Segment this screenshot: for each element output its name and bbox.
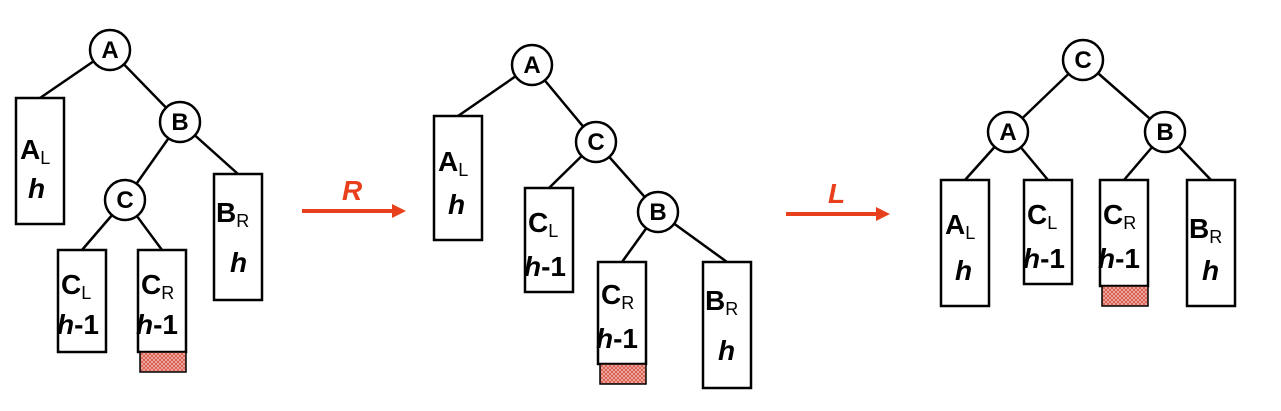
svg-text:BR: BR	[705, 285, 738, 319]
svg-text:h-1: h-1	[136, 309, 178, 340]
node: C	[574, 120, 618, 164]
subtree-c-right: CR h-1	[1098, 178, 1150, 307]
svg-text:CL: CL	[61, 269, 91, 303]
rotation-arrow-right: R	[302, 175, 406, 218]
svg-text:AL: AL	[20, 134, 50, 168]
tree-before-rotation: AL h CL h-1 CR h-1 BR h A B	[14, 28, 264, 373]
inserted-node-hatch	[599, 363, 647, 385]
node: B	[158, 100, 202, 144]
svg-text:C: C	[116, 187, 133, 214]
subtree-b-right: BR h	[212, 172, 264, 302]
svg-text:CL: CL	[1027, 199, 1057, 233]
subtree-c-left: CL h-1	[523, 186, 575, 294]
subtree-b-right: BR h	[701, 260, 753, 390]
svg-text:CR: CR	[1103, 199, 1136, 233]
svg-text:CL: CL	[528, 207, 558, 241]
node: A	[88, 28, 132, 72]
svg-text:R: R	[342, 175, 363, 206]
tree-after-right-rotation: AL h CL h-1 CR h-1 BR h A C B	[432, 43, 753, 390]
subtree-c-right: CR h-1	[136, 248, 188, 373]
svg-text:h: h	[230, 247, 247, 278]
svg-text:A: A	[523, 52, 540, 79]
svg-text:L: L	[828, 178, 845, 209]
svg-text:B: B	[649, 199, 666, 226]
subtree-b-right: BR h	[1185, 178, 1237, 308]
svg-text:B: B	[1156, 119, 1173, 146]
svg-text:BR: BR	[216, 197, 249, 231]
svg-text:h: h	[28, 173, 45, 204]
svg-text:C: C	[1074, 47, 1091, 74]
node: A	[510, 43, 554, 87]
inserted-node-hatch	[139, 351, 187, 373]
subtree-a-left: AL h	[14, 96, 66, 226]
svg-text:C: C	[587, 129, 604, 156]
subtree-c-left: CL h-1	[56, 248, 108, 354]
inserted-node-hatch	[1101, 285, 1149, 307]
svg-text:B: B	[171, 109, 188, 136]
svg-text:A: A	[101, 37, 118, 64]
subtree-a-left: AL h	[432, 114, 484, 242]
svg-text:AL: AL	[945, 209, 975, 243]
svg-text:h-1: h-1	[57, 309, 99, 340]
svg-text:h-1: h-1	[1023, 243, 1065, 274]
svg-text:h-1: h-1	[524, 251, 566, 282]
node: C	[103, 178, 147, 222]
svg-text:BR: BR	[1189, 213, 1222, 247]
svg-text:h: h	[955, 255, 972, 286]
node: B	[1143, 110, 1187, 154]
node: A	[986, 110, 1030, 154]
svg-text:CR: CR	[141, 269, 174, 303]
svg-text:h-1: h-1	[596, 323, 638, 354]
svg-text:AL: AL	[438, 146, 468, 180]
svg-text:h: h	[1202, 255, 1219, 286]
rotation-arrow-left: L	[786, 178, 890, 221]
subtree-c-left: CL h-1	[1022, 178, 1074, 286]
svg-text:h: h	[448, 189, 465, 220]
svg-text:h: h	[718, 335, 735, 366]
subtree-a-left: AL h	[939, 178, 991, 308]
svg-text:h-1: h-1	[1098, 243, 1140, 274]
svg-text:CR: CR	[601, 279, 634, 313]
node: B	[636, 190, 680, 234]
svg-text:A: A	[999, 119, 1016, 146]
node: C	[1061, 38, 1105, 82]
tree-after-left-rotation: AL h CL h-1 CR h-1 BR h C A B	[939, 38, 1237, 308]
subtree-c-right: CR h-1	[596, 260, 648, 385]
